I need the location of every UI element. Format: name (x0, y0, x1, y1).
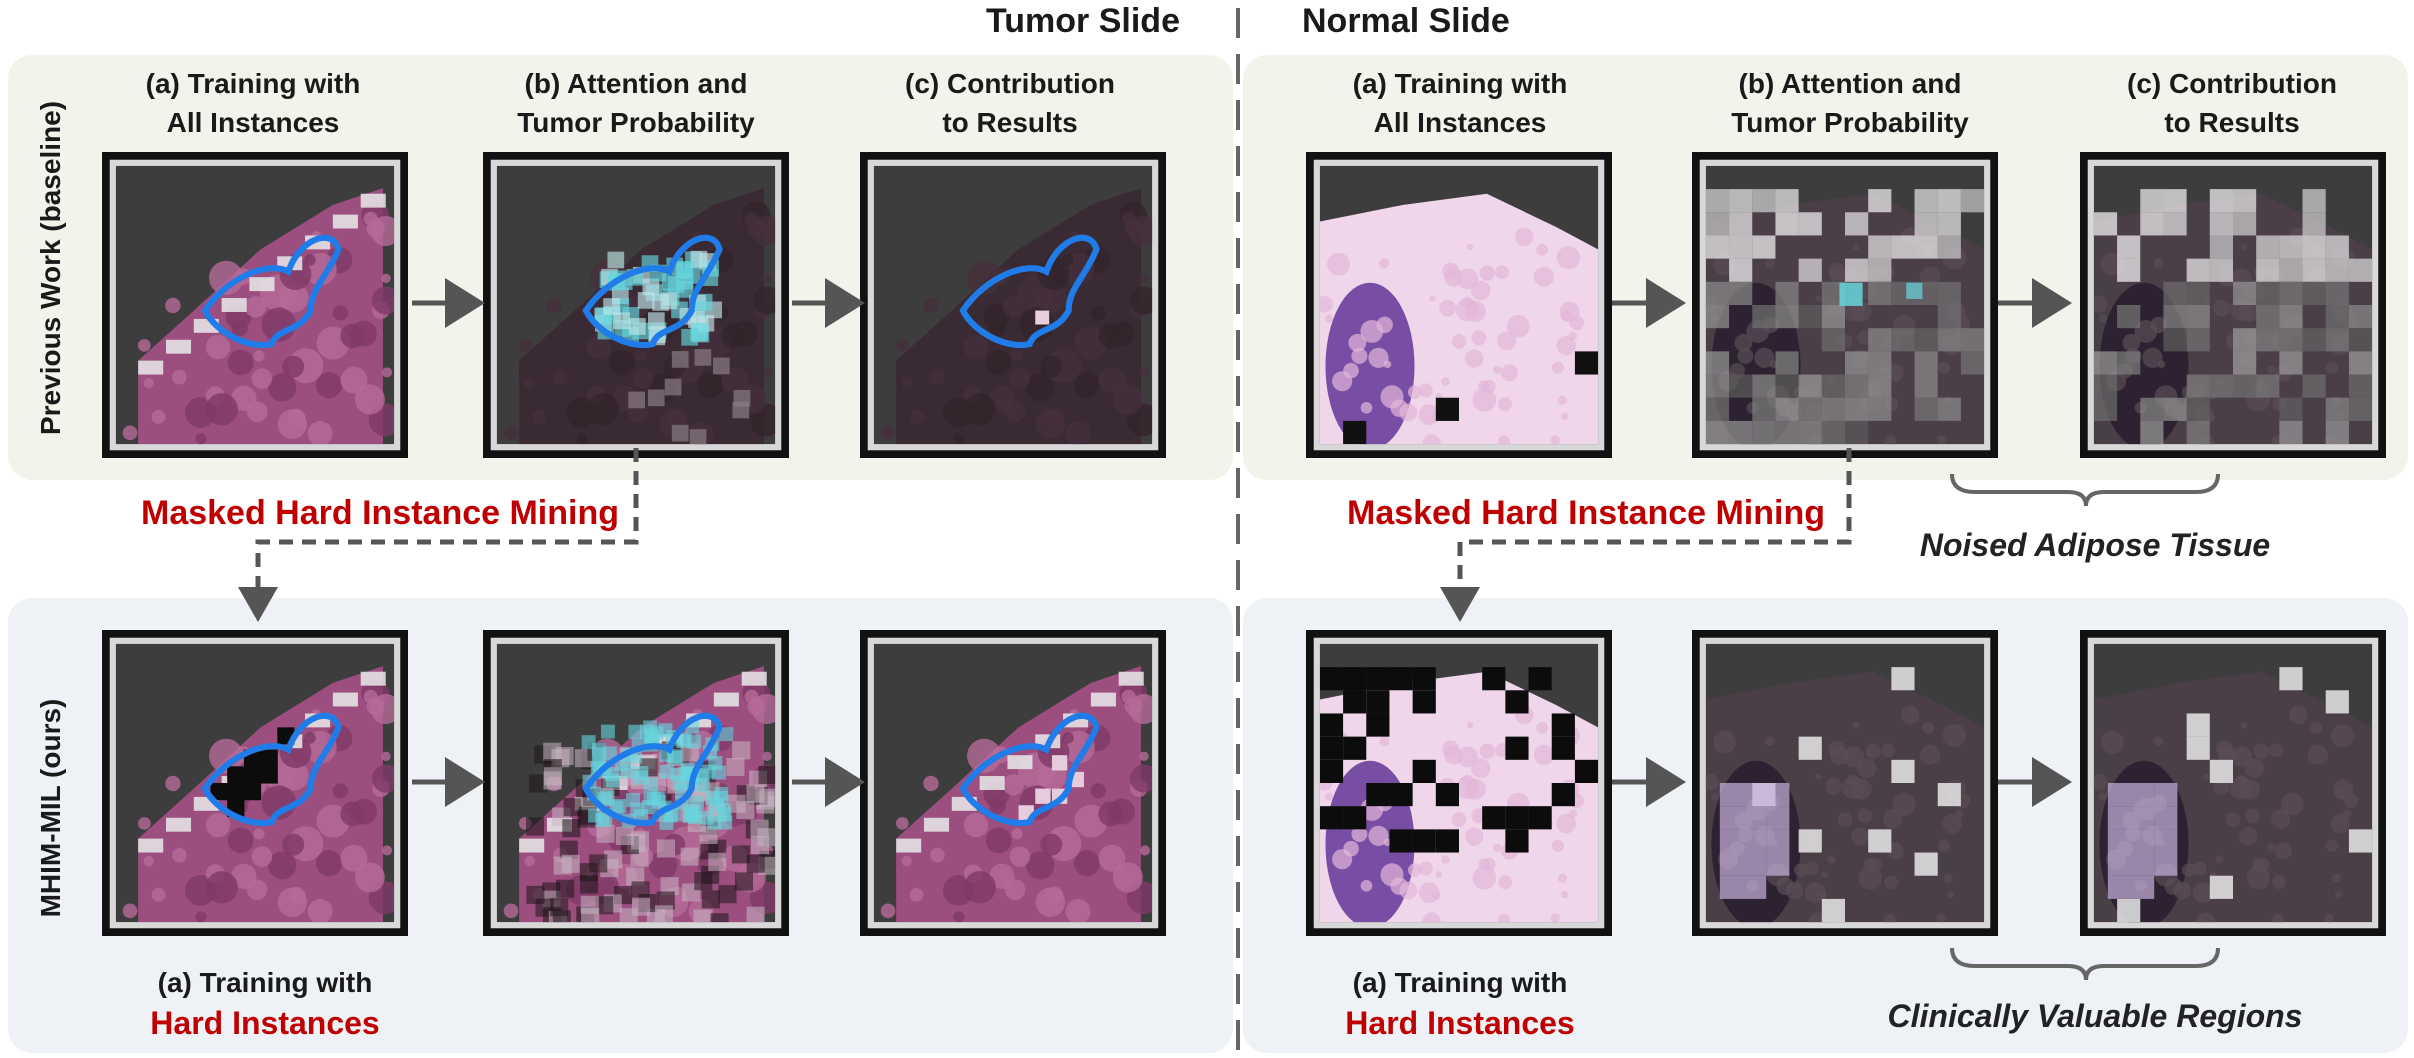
hard-label-normal-l1: (a) Training with (1353, 967, 1568, 998)
annotation-adipose: Noised Adipose Tissue (1920, 527, 2270, 563)
col-a-title-normal-l2: All Instances (1374, 107, 1547, 138)
tumor-slide-baseline-attention (483, 152, 789, 458)
brace-clinical (1950, 947, 2220, 981)
normal-slide-baseline-attention (1692, 152, 1998, 458)
hard-label-tumor-l1: (a) Training with (158, 967, 373, 998)
mining-label-normal: Masked Hard Instance Mining (1347, 494, 1825, 532)
tumor-slide-baseline-all-instances (102, 152, 408, 458)
tumor-slide-ours-hard-instances (102, 630, 408, 936)
col-c-title-normal-l1: (c) Contribution (2127, 68, 2337, 99)
col-b-title-normal-l1: (b) Attention and (1739, 68, 1962, 99)
row-label-baseline: Previous Work (baseline) (35, 101, 66, 435)
normal-slide-header: Normal Slide (1302, 2, 1510, 40)
col-a-title-l2: All Instances (167, 107, 340, 138)
tumor-slide-ours-attention (483, 630, 789, 936)
tumor-slide-baseline-contribution (860, 152, 1166, 458)
annotation-clinical: Clinically Valuable Regions (1888, 998, 2303, 1034)
mining-label-tumor: Masked Hard Instance Mining (141, 494, 619, 532)
col-c-title-l2: to Results (942, 107, 1077, 138)
normal-slide-ours-hard-instances (1306, 630, 1612, 936)
col-b-title-l2: Tumor Probability (517, 107, 755, 138)
mining-connector-normal (1440, 448, 1852, 622)
normal-slide-ours-contribution (2080, 630, 2386, 936)
tumor-slide-header: Tumor Slide (986, 2, 1180, 40)
col-c-title-normal-l2: to Results (2164, 107, 2299, 138)
row-label-ours: MHIM-MIL (ours) (35, 699, 66, 918)
col-b-title-l1: (b) Attention and (525, 68, 748, 99)
hard-label-normal-l2: Hard Instances (1345, 1005, 1574, 1041)
col-a-title-l1: (a) Training with (146, 68, 361, 99)
col-a-title-normal-l1: (a) Training with (1353, 68, 1568, 99)
tumor-slide-ours-contribution (860, 630, 1166, 936)
normal-slide-baseline-all-instances (1306, 152, 1612, 458)
hard-label-tumor-l2: Hard Instances (150, 1005, 379, 1041)
normal-slide-ours-attention (1692, 630, 1998, 936)
col-b-title-normal-l2: Tumor Probability (1731, 107, 1969, 138)
brace-adipose (1950, 473, 2220, 507)
normal-slide-baseline-contribution (2080, 152, 2386, 458)
col-c-title-l1: (c) Contribution (905, 68, 1115, 99)
mining-connector-tumor (238, 448, 639, 622)
